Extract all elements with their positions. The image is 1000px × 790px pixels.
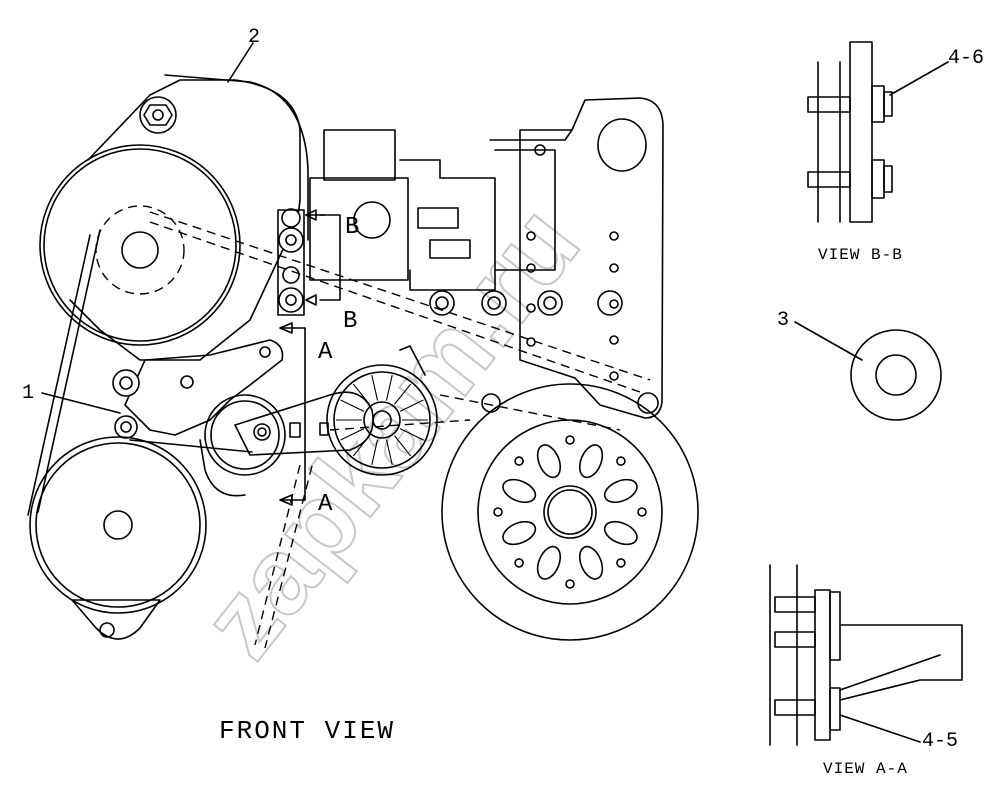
tensioner-pulley — [326, 345, 438, 476]
tensioner-spoke — [394, 383, 412, 405]
crank-pulley-slot — [603, 478, 638, 504]
drive-belt — [27, 211, 651, 649]
crank-pulley-slot — [578, 545, 604, 580]
crank-pulley-slot — [578, 444, 604, 479]
front-view-drawing: 2 1 B B A A FRONT VIEW — [22, 26, 699, 746]
tensioner-spoke — [399, 399, 424, 412]
section-aa-marker — [279, 322, 306, 506]
leader-part-4-5 — [839, 714, 921, 743]
view-bb-caption: VIEW B-B — [818, 246, 903, 264]
watermark-text: zapkam.ru — [178, 184, 602, 679]
tensioner-spoke — [352, 383, 370, 405]
section-b-top-label: B — [345, 214, 359, 241]
part-4-5-label: 4-5 — [922, 730, 958, 753]
crank-pulley-hole — [514, 558, 524, 568]
crank-pulley-hole — [637, 507, 647, 517]
leader-part-1 — [41, 392, 121, 414]
crank-pulley-hole — [514, 456, 524, 466]
crank-pulley-slot — [536, 545, 562, 580]
crank-pulley-hole — [565, 579, 575, 589]
tensioner-spoke — [352, 435, 370, 457]
section-b-bottom-label: B — [343, 308, 357, 335]
part-2-label: 2 — [248, 26, 260, 49]
section-a-bottom-label: A — [318, 491, 333, 518]
tensioner-spoke — [385, 375, 393, 401]
tensioner-spoke — [394, 435, 412, 457]
crank-pulley-slot — [502, 478, 537, 504]
view-bb-drawing: 4-6 VIEW B-B — [807, 41, 984, 264]
crank-pulley-slot — [502, 520, 537, 546]
tensioner-bracket — [112, 339, 374, 476]
tensioner-spoke — [371, 439, 379, 465]
crank-pulley-slot — [536, 444, 562, 479]
leader-part-2 — [227, 42, 254, 83]
leader-part-3 — [794, 321, 863, 361]
view-aa-caption: VIEW A-A — [823, 760, 908, 778]
part-1-label: 1 — [22, 382, 34, 405]
crank-pulley-slot — [603, 520, 638, 546]
crank-pulley-hole — [565, 435, 575, 445]
tensioner-spoke — [371, 375, 379, 401]
crank-pulley — [441, 383, 699, 641]
section-bb-marker — [305, 209, 341, 306]
watermark: zapkam.ru — [177, 183, 603, 680]
crank-pulley-hole — [493, 507, 503, 517]
view-aa-drawing: 4-5 VIEW A-A — [769, 564, 963, 778]
crank-pulley-hole — [616, 558, 626, 568]
part-4-6-label: 4-6 — [948, 47, 984, 70]
tensioner-spoke — [399, 428, 424, 441]
crank-pulley-hole — [616, 456, 626, 466]
tensioner-spoke — [340, 428, 365, 441]
part-3-washer: 3 — [777, 309, 942, 421]
front-view-caption: FRONT VIEW — [219, 716, 395, 746]
idler-stack — [277, 208, 305, 316]
tensioner-spoke — [385, 439, 393, 465]
upper-housing — [309, 129, 573, 291]
part-3-label: 3 — [777, 309, 789, 332]
leader-part-4-6 — [889, 61, 949, 96]
lower-left-pulley — [29, 436, 207, 640]
mounting-plate — [429, 97, 664, 419]
section-a-top-label: A — [318, 339, 333, 366]
tensioner-spoke — [340, 399, 365, 412]
